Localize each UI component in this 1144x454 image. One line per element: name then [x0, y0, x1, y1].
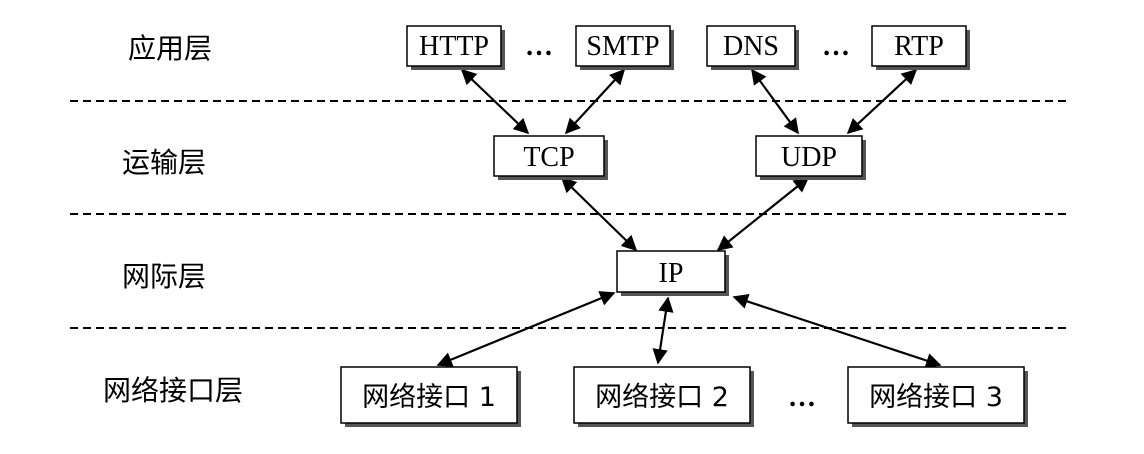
node-if3-label: 网络接口 3	[869, 382, 1003, 413]
node-dns: DNS	[706, 25, 799, 70]
node-if1-label: 网络接口 1	[362, 382, 496, 413]
link-ip-if2	[652, 296, 674, 365]
node-http: HTTP	[406, 25, 505, 70]
node-if2-label: 网络接口 2	[595, 382, 729, 413]
layer-label-internet: 网际层	[122, 260, 206, 293]
node-rtp: RTP	[871, 25, 970, 70]
link-tcp-ip	[560, 176, 638, 252]
node-udp: UDP	[755, 135, 866, 180]
node-if3: 网络接口 3	[847, 366, 1028, 427]
node-http-label: HTTP	[419, 31, 489, 62]
node-rtp-label: RTP	[894, 31, 944, 62]
link-ip-if3	[732, 294, 942, 368]
layer-label-network-interface: 网络接口层	[103, 374, 243, 407]
ellipsis-application-2: …	[822, 31, 850, 62]
link-udp-ip	[716, 177, 810, 251]
link-http-tcp	[460, 68, 530, 135]
node-ip-label: IP	[659, 258, 684, 289]
ellipsis-application-1: …	[525, 31, 553, 62]
node-udp-label: UDP	[781, 142, 837, 173]
node-if1: 网络接口 1	[340, 366, 521, 427]
node-ip: IP	[616, 250, 729, 296]
node-dns-label: DNS	[723, 31, 779, 62]
link-ip-if1	[436, 291, 616, 367]
node-if2: 网络接口 2	[573, 366, 754, 427]
layer-label-application: 应用层	[128, 32, 212, 65]
node-tcp: TCP	[493, 135, 608, 180]
link-rtp-udp	[846, 68, 918, 135]
link-dns-udp	[751, 68, 799, 135]
link-smtp-tcp	[564, 68, 626, 135]
node-tcp-label: TCP	[523, 142, 574, 173]
ellipsis-interface: …	[788, 382, 816, 413]
node-smtp-label: SMTP	[586, 31, 659, 62]
layer-label-transport: 运输层	[122, 146, 206, 179]
node-smtp: SMTP	[575, 25, 674, 70]
connection-links	[436, 68, 942, 368]
